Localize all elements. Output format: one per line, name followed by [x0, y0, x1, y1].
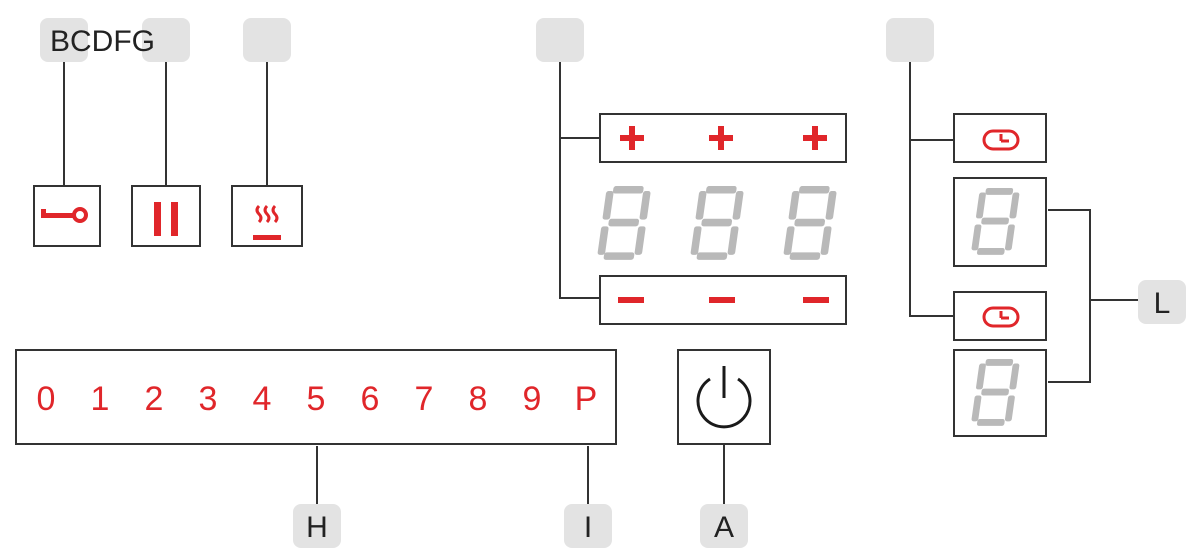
callout-i: I — [564, 504, 612, 548]
minus-button-zone-1[interactable] — [618, 297, 644, 303]
lock-button[interactable] — [33, 185, 101, 247]
level-key-5[interactable]: 5 — [307, 380, 326, 418]
seven-segment-digit — [971, 188, 1020, 255]
plus-button-zone-2[interactable] — [709, 126, 733, 150]
minus-button-zone-3[interactable] — [803, 297, 829, 303]
callout-blank-keep-warm — [243, 18, 291, 62]
minus-button-zone-2[interactable] — [709, 297, 735, 303]
level-key-3[interactable]: 3 — [199, 380, 218, 418]
power-icon — [696, 366, 752, 429]
svg-text:A: A — [714, 511, 734, 544]
level-key-p[interactable]: P — [575, 380, 598, 418]
callout-blank-timer — [886, 18, 934, 62]
level-key-4[interactable]: 4 — [253, 380, 272, 418]
callout-label-bcdfg: BCDFG — [50, 25, 155, 58]
seven-segment-digit — [783, 186, 837, 260]
power-level-slider: 0 1 2 3 4 5 6 7 8 9 P — [15, 349, 617, 445]
level-key-6[interactable]: 6 — [361, 380, 380, 418]
svg-text:L: L — [1154, 287, 1171, 320]
plus-button-zone-3[interactable] — [803, 126, 827, 150]
zone-display-3 — [783, 186, 837, 260]
level-key-8[interactable]: 8 — [469, 380, 488, 418]
leader-lines — [63, 58, 1138, 506]
clock-icon — [982, 306, 1020, 328]
key-icon — [41, 207, 88, 223]
level-key-1[interactable]: 1 — [91, 380, 110, 418]
power-button[interactable] — [677, 349, 771, 445]
seven-segment-digit — [597, 186, 651, 260]
timer-button-upper[interactable] — [953, 113, 1047, 163]
pause-button[interactable] — [131, 185, 201, 247]
level-key-2[interactable]: 2 — [145, 380, 164, 418]
svg-text:I: I — [584, 511, 592, 544]
level-key-0[interactable]: 0 — [37, 380, 56, 418]
zone-display-1 — [597, 186, 651, 260]
zone-minus-bar — [599, 275, 847, 325]
pause-icon — [154, 202, 178, 236]
callout-bcdfg: BCDFG — [40, 18, 190, 62]
zone-plus-bar — [599, 113, 847, 163]
keep-warm-button[interactable] — [231, 185, 303, 247]
steam-icon — [253, 204, 281, 240]
timer-button-lower[interactable] — [953, 291, 1047, 341]
level-key-7[interactable]: 7 — [415, 380, 434, 418]
plus-button-zone-1[interactable] — [620, 126, 644, 150]
callout-blank-zones — [536, 18, 584, 62]
seven-segment-digit — [690, 186, 744, 260]
clock-icon — [982, 129, 1020, 151]
zone-display-2 — [690, 186, 744, 260]
level-key-9[interactable]: 9 — [523, 380, 542, 418]
callout-a: A — [700, 504, 748, 548]
seven-segment-digit — [971, 359, 1020, 426]
callout-l: L — [1138, 280, 1186, 324]
timer-display-lower — [953, 349, 1047, 437]
timer-display-upper — [953, 177, 1047, 267]
callout-h: H — [293, 504, 341, 548]
svg-text:H: H — [306, 511, 328, 544]
